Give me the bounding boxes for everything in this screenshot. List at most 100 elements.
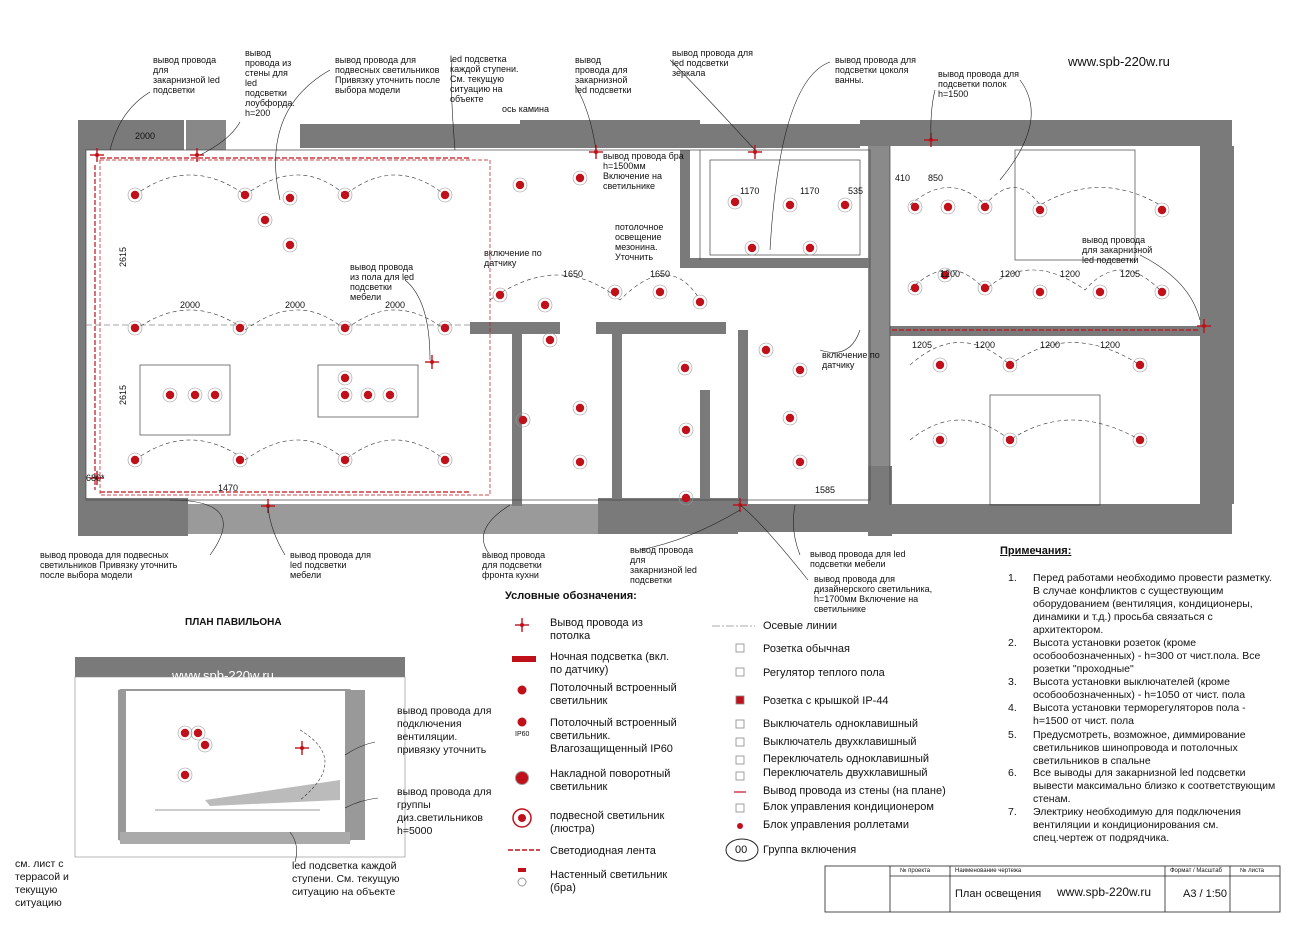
dim-22: 1200	[1060, 269, 1081, 279]
note-7-num: 7.	[1008, 806, 1017, 818]
website-header[interactable]: www.spb-220w.ru	[1068, 54, 1170, 69]
legend-right-3: Регулятор теплого пола	[763, 667, 885, 679]
callout-top-2: вывод провода из стены для led подсветки…	[245, 48, 295, 118]
dim-25: 1200	[975, 340, 996, 350]
legend-right-5: Выключатель одноклавишный	[763, 718, 918, 730]
callout-bottom-1: вывод провода для подвесных светильников…	[40, 550, 178, 580]
legend-right-12: Группа включения	[763, 844, 857, 856]
walls	[78, 120, 1234, 536]
callout-top-3: вывод провода для подвесных светильников…	[335, 55, 441, 95]
legend-right-1: Осевые линии	[763, 620, 838, 632]
website-pavilion[interactable]: www.spb-220w.ru	[172, 668, 274, 683]
callout-bottom-4: вывод провода для закарнизной led подсве…	[630, 545, 697, 585]
note-2-num: 2.	[1008, 637, 1017, 649]
legend-ip60-label: IP60	[515, 731, 530, 738]
dim-10: 1170	[740, 186, 760, 196]
legend-right-4: Розетка с крышкой IP-44	[763, 695, 889, 707]
note-6-num: 6.	[1008, 767, 1017, 779]
legend-left-4: Потолочный встроенный светильник. Влагоз…	[550, 717, 677, 755]
tb-site[interactable]: www.spb-220w.ru	[1057, 885, 1152, 899]
legend-title: Условные обозначения:	[505, 590, 637, 602]
legend-left-7: Светодиодная лента	[550, 845, 656, 857]
dim-14: 410	[895, 173, 911, 183]
dim-27: 1200	[1100, 340, 1121, 350]
dim-29: 1585	[815, 485, 836, 495]
note-6: Все выводы для закарнизной led подсветки…	[1033, 767, 1276, 805]
note-5-num: 5.	[1008, 729, 1017, 741]
legend-right-8: Переключатель двухклавишный	[763, 767, 928, 779]
callout-top-1: вывод провода для закарнизной led подсве…	[153, 55, 220, 95]
note-5: Предусмотреть, возможное, диммирование с…	[1033, 729, 1246, 767]
legend-right-11: Блок управления роллетами	[763, 819, 909, 831]
legend-symbols	[508, 617, 759, 887]
callout-plan-1: вывод провода бра h=1500мм Включение на …	[603, 151, 684, 191]
notes-title: Примечания:	[1000, 545, 1072, 557]
note-4-num: 4.	[1008, 702, 1017, 714]
callout-plan-3: включение по датчику	[484, 248, 542, 268]
dim-5: 2000	[285, 300, 306, 310]
legend-group-symbol: 00	[735, 844, 748, 856]
dim-24: 1205	[912, 340, 933, 350]
pavilion-callout-4: см. лист с террасой и текущую ситуацию	[15, 858, 69, 909]
dim-13: 850	[928, 173, 944, 183]
note-3-num: 3.	[1008, 676, 1017, 688]
dim-3: 2615	[118, 384, 129, 406]
callout-top-5: ось камина	[502, 104, 550, 114]
title-block-frame	[824, 865, 1281, 913]
legend-right-7: Переключатель одноклавишный	[763, 753, 929, 765]
tb-sheet-label: № листа	[1240, 868, 1264, 874]
note-1: Перед работами необходимо провести разме…	[1033, 572, 1272, 636]
callout-plan-2: потолочное освещение мезонина. Уточнить	[615, 222, 664, 262]
legend-left-5: Накладной поворотный светильник	[550, 768, 671, 793]
callout-top-8: вывод провода для подсветки цоколя ванны…	[835, 55, 916, 85]
callout-top-4: led подсветка каждой ступени. См. текущу…	[450, 54, 519, 104]
pavilion-plan	[74, 657, 406, 863]
note-2: Высота установки розеток (кроме особообо…	[1033, 637, 1261, 675]
legend-left-1: Вывод провода из потолка	[550, 617, 643, 642]
legend-left-3: Потолочный встроенный светильник	[550, 682, 677, 707]
note-4: Высота установки терморегуляторов пола -…	[1033, 702, 1246, 727]
legend-right-10: Блок управления кондиционером	[763, 801, 934, 813]
dim-12: 535	[848, 186, 864, 196]
dim-30: 1470	[218, 483, 239, 493]
callout-top-9: вывод провода для подсветки полок h=1500	[938, 69, 1019, 99]
dim-2: 2615	[118, 246, 129, 268]
dim-23: 1205	[1120, 269, 1141, 279]
tb-drawing-name: План освещения	[955, 888, 1042, 900]
pavilion-callout-3: led подсветка каждой ступени. См. текущу…	[292, 860, 400, 898]
callout-plan-4: вывод провода из пола для led подсветки …	[350, 262, 414, 302]
note-7: Электрику необходимую для подключения ве…	[1033, 806, 1241, 844]
tb-format: А3 / 1:50	[1183, 888, 1228, 900]
dim-9: 1650	[650, 269, 671, 279]
legend-left-6: подвесной светильник (люстра)	[550, 810, 665, 835]
pavilion-callout-1: вывод провода для подключения вентиляции…	[397, 705, 492, 756]
dim-26: 1200	[1040, 340, 1061, 350]
legend-right-9: Вывод провода из стены (на плане)	[763, 785, 946, 797]
legend-left-8: Настенный светильник (бра)	[550, 869, 668, 894]
dim-8: 1650	[563, 269, 584, 279]
dim-31: 680*	[86, 473, 105, 483]
dim-11: 1170	[800, 186, 820, 196]
dim-4: 2000	[180, 300, 201, 310]
dim-20: 1200	[940, 269, 961, 279]
legend-right-6: Выключатель двухклавишный	[763, 736, 917, 748]
note-3: Высота установки выключателей (кроме осо…	[1033, 676, 1246, 701]
legend-left-2: Ночная подсветка (вкл. по датчику)	[550, 651, 670, 676]
legend-right-2: Розетка обычная	[763, 643, 850, 655]
callout-top-6: вывод провода для закарнизной led подсве…	[575, 55, 632, 95]
tb-format-label: Формат / Масштаб	[1170, 868, 1222, 874]
dim-1: 2000	[135, 131, 156, 141]
led-strips	[94, 157, 1200, 493]
callout-bottom-5: вывод провода для led подсветки мебели	[810, 549, 906, 569]
callout-bottom-6: вывод провода для дизайнерского светильн…	[814, 574, 933, 614]
dim-6: 2000	[385, 300, 406, 310]
tb-name-label: Наименование чертежа	[955, 868, 1022, 874]
pavilion-title: ПЛАН ПАВИЛЬОНА	[185, 617, 282, 628]
callout-bottom-3: вывод провода для подсветки фронта кухни	[482, 550, 546, 580]
pavilion-callout-2: вывод провода для группы диз.светильнико…	[397, 786, 492, 837]
callout-plan-6: включение по датчику	[822, 350, 880, 370]
callout-plan-5: вывод провода для закарнизной led подсве…	[1082, 235, 1153, 265]
dim-21: 1200	[1000, 269, 1021, 279]
callout-top-7: вывод провода для led подсветки зеркала	[672, 48, 753, 78]
